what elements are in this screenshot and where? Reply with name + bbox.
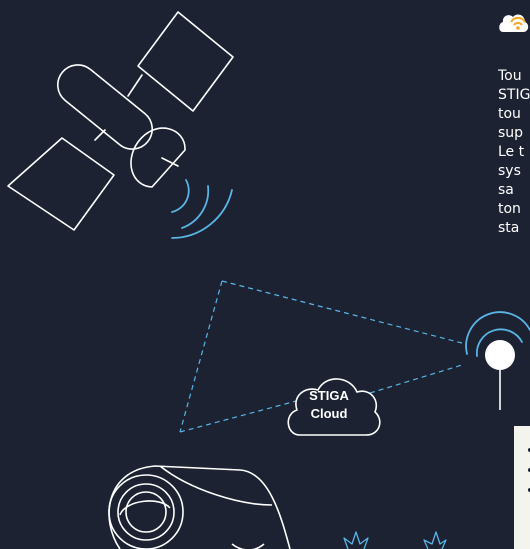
cloud-label-line1: STIGA: [291, 387, 367, 405]
description-line: ton: [498, 200, 530, 219]
description-line: sta: [498, 219, 530, 238]
info-panel: [514, 426, 530, 549]
description-line: sys: [498, 162, 530, 181]
description-line: STIG: [498, 86, 530, 105]
description-line: tou: [498, 105, 530, 124]
description-text: Tou STIG tou sup Le t sys sa ton sta: [498, 67, 530, 238]
description-line: sup: [498, 124, 530, 143]
grass-icon: [344, 532, 446, 549]
wifi-cloud-icon: [497, 4, 530, 36]
description-line: Tou: [498, 67, 530, 86]
robot-mower-icon: [109, 466, 290, 549]
cloud-label: STIGA Cloud: [291, 387, 367, 423]
cloud-label-line2: Cloud: [291, 405, 367, 423]
antenna-icon: [466, 312, 530, 410]
satellite-icon: [8, 12, 233, 230]
description-line: sa: [498, 181, 530, 200]
description-line: Le t: [498, 143, 530, 162]
satellite-signal-icon: [172, 180, 232, 238]
